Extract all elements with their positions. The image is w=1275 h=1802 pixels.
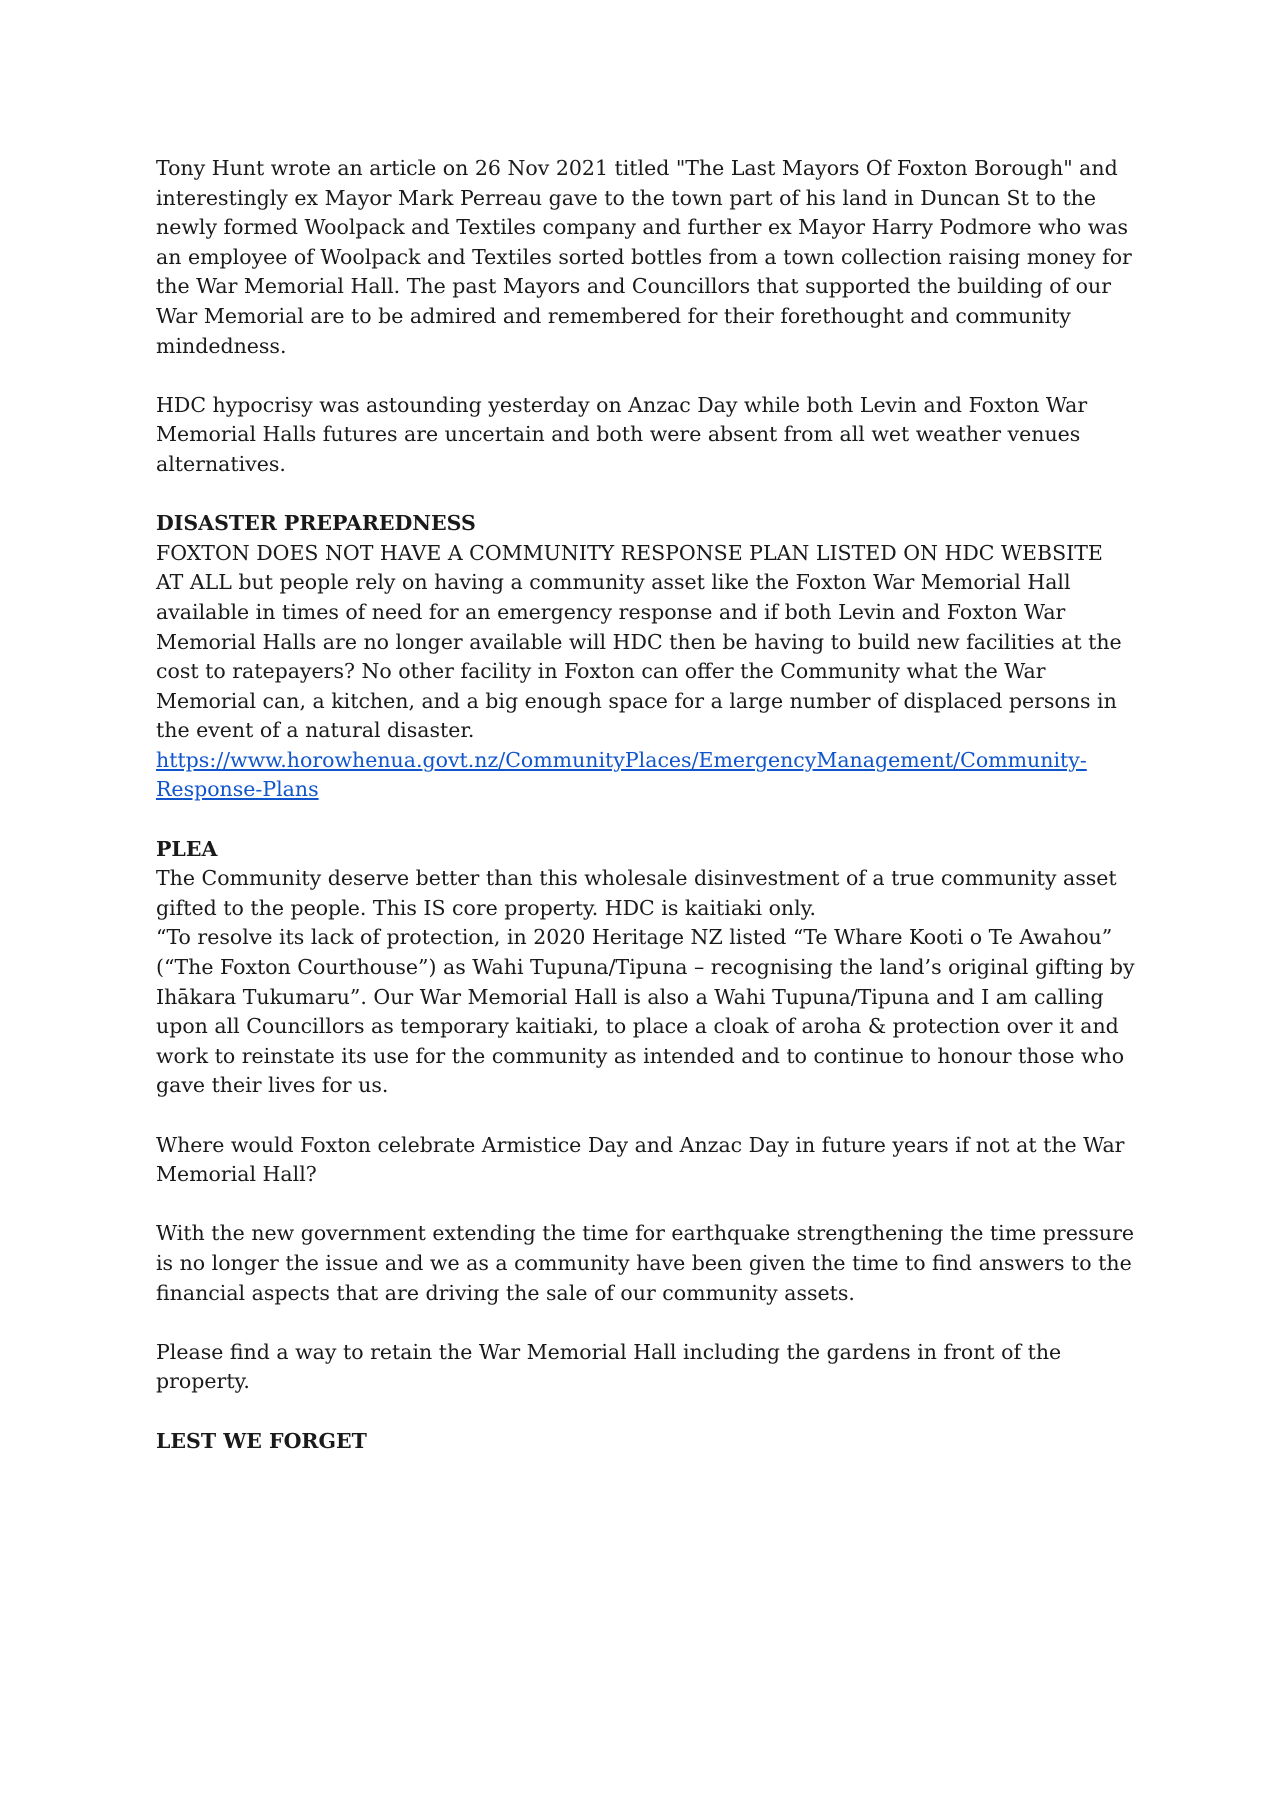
paragraph-earthquake-strengthening: With the new government extending the ti…: [156, 1221, 1135, 1305]
paragraph-anzac-hypocrisy: HDC hypocrisy was astounding yesterday o…: [156, 392, 1088, 476]
disaster-body: FOXTON DOES NOT HAVE A COMMUNITY RESPONS…: [156, 540, 1122, 743]
paragraph-mayors-article: Tony Hunt wrote an article on 26 Nov 202…: [156, 156, 1132, 358]
heading-plea: PLEA: [156, 836, 218, 861]
plea-body-1: The Community deserve better than this w…: [156, 866, 1117, 920]
community-response-plans-link[interactable]: https://www.horowhenua.govt.nz/Community…: [156, 747, 1087, 802]
plea-body-2: “To resolve its lack of protection, in 2…: [156, 925, 1135, 1098]
section-disaster-preparedness: DISASTER PREPAREDNESS FOXTON DOES NOT HA…: [156, 509, 1136, 805]
document-body: Tony Hunt wrote an article on 26 Nov 202…: [156, 154, 1136, 1486]
heading-disaster-preparedness: DISASTER PREPAREDNESS: [156, 511, 476, 536]
section-plea: PLEA The Community deserve better than t…: [156, 835, 1136, 1101]
paragraph-retain-hall: Please find a way to retain the War Memo…: [156, 1339, 1062, 1394]
signoff-lest-we-forget: LEST WE FORGET: [156, 1428, 367, 1453]
paragraph-armistice-question: Where would Foxton celebrate Armistice D…: [156, 1132, 1125, 1187]
